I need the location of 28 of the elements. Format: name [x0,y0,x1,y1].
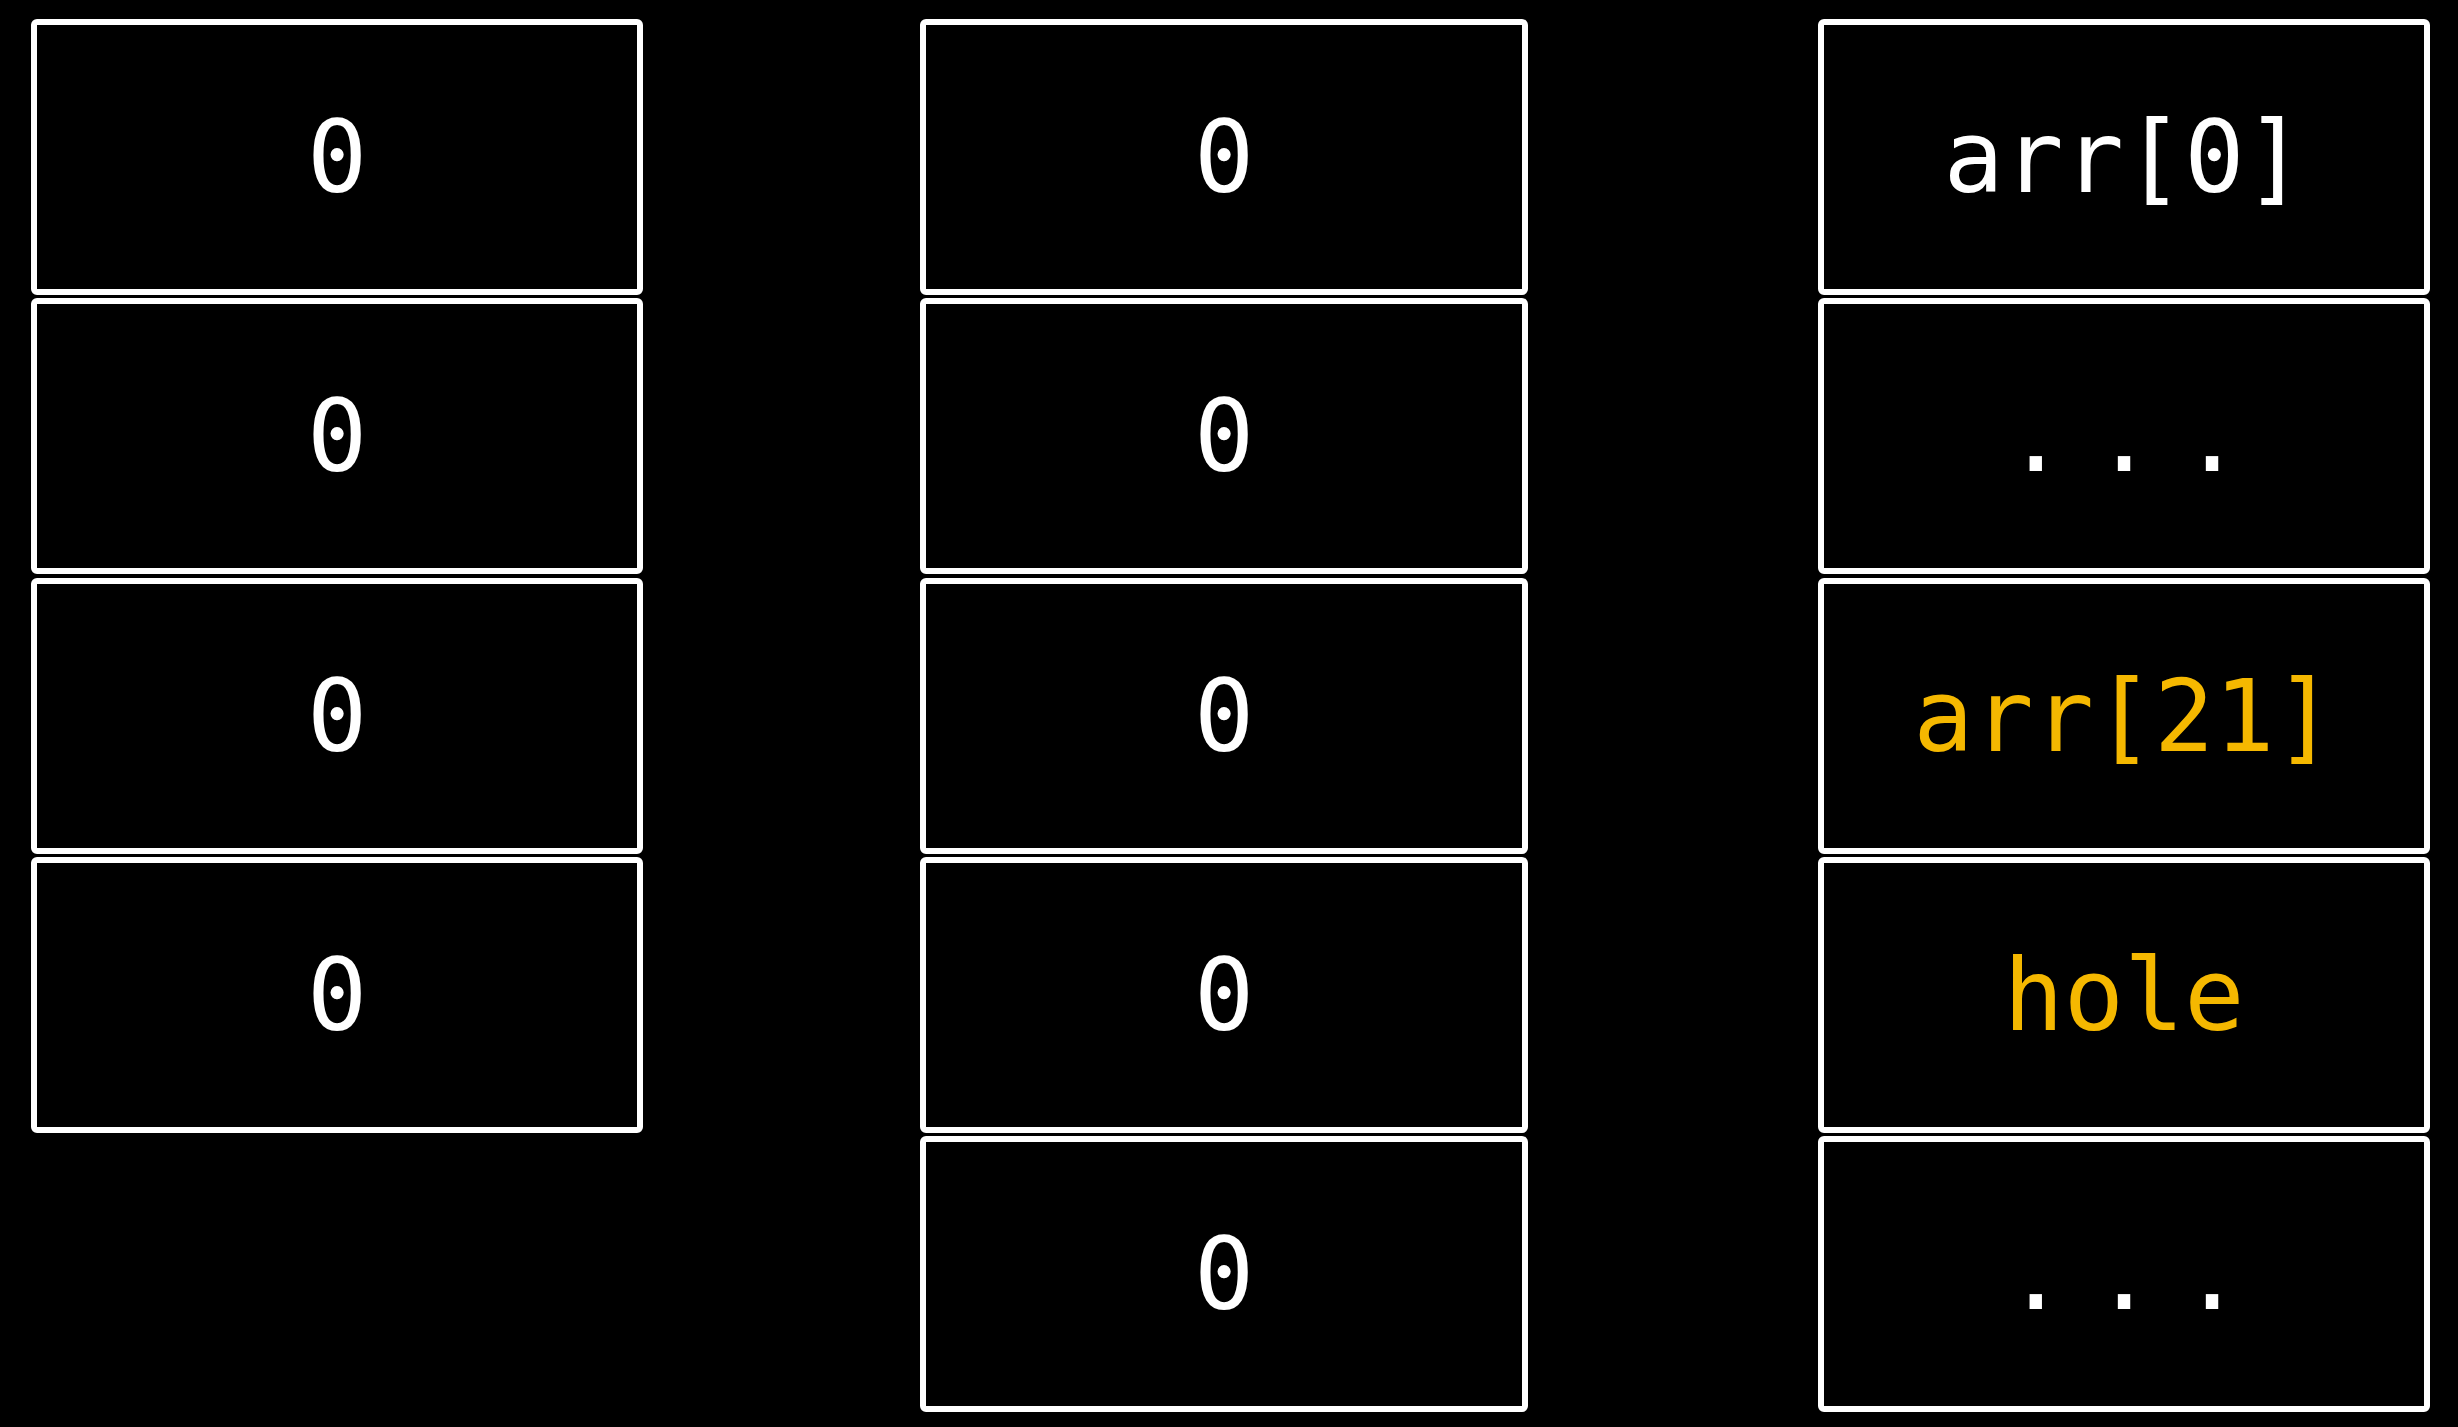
array-cell [1818,298,2430,574]
array-cell [1818,1136,2430,1412]
cell-value: 0 [1193,377,1255,495]
cell-value: 0 [1193,98,1255,216]
array-cell [1818,578,2430,854]
cell-value: 0 [1193,1215,1255,1333]
array-cell [920,1136,1528,1412]
cell-value: 0 [306,98,368,216]
array-cell [920,19,1528,295]
cell-value: hole [2003,936,2245,1054]
array-cell [920,578,1528,854]
cell-value: arr[21] [1913,657,2335,775]
array-cell [31,298,643,574]
array-cell [1818,857,2430,1133]
cell-value: ... [2005,1215,2271,1333]
cell-value: 0 [1193,936,1255,1054]
array-cell [1818,19,2430,295]
array-cell [920,298,1528,574]
cell-value: ... [2005,377,2271,495]
cell-value: 0 [1193,657,1255,775]
cell-value: 0 [306,657,368,775]
array-cell [920,857,1528,1133]
cell-value: 0 [306,377,368,495]
array-cell [31,578,643,854]
array-cell [31,19,643,295]
cell-value: arr[0] [1943,98,2305,216]
cell-value: 0 [306,936,368,1054]
array-cell [31,857,643,1133]
